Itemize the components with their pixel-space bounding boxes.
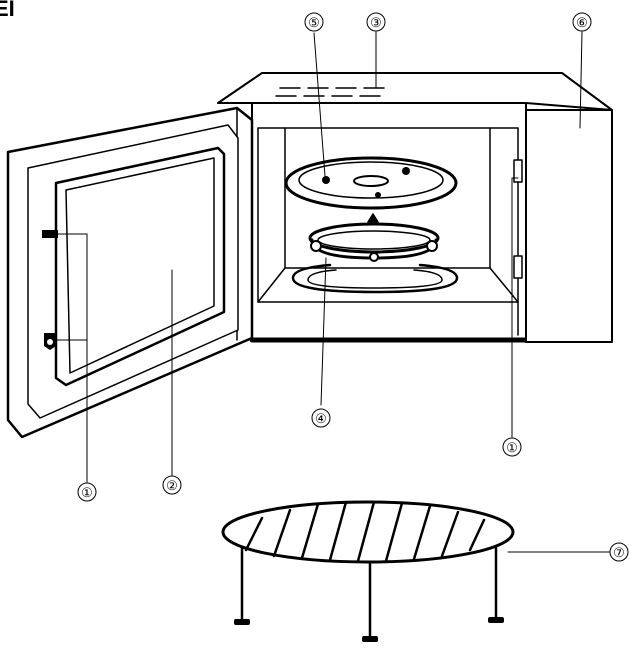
oven-body: [217, 72, 613, 343]
grill-rack-bars: [244, 500, 486, 563]
callout-oven-window: ②: [162, 475, 182, 495]
glass-tray: [284, 156, 458, 210]
leader-lines: [55, 31, 611, 553]
callout-label: ⑥: [576, 16, 588, 31]
callout-label: ⑤: [308, 16, 320, 31]
callout-label: ②: [166, 479, 178, 494]
callout-label: ①: [506, 441, 518, 456]
roller-ring: [308, 222, 440, 262]
oven-cavity: [257, 127, 519, 336]
grill-rack-legs: [240, 546, 498, 639]
callout-door-safety-lock-right: ①: [502, 437, 522, 457]
callouts: ① ② ③ ④ ⑤ ⑥ ⑦ ①: [77, 12, 629, 562]
callout-door-safety-lock-left: ①: [77, 482, 97, 502]
callout-label: ①: [81, 486, 93, 501]
callout-glass-tray: ⑤: [304, 12, 324, 32]
control-panel-box: [525, 109, 613, 343]
floor-ring: [291, 263, 459, 294]
grill-rack-feet: [234, 617, 504, 642]
callout-grill-rack: ⑦: [609, 542, 629, 562]
diagram-heading: EI: [0, 0, 15, 21]
callout-label: ④: [315, 412, 327, 427]
callout-label: ③: [370, 16, 382, 31]
callout-label: ⑦: [613, 546, 625, 561]
grill-rack: [221, 500, 515, 642]
callout-waveguide-cover: ③: [366, 12, 386, 32]
oven-door: [6, 106, 254, 439]
callout-roller-ring: ④: [311, 408, 331, 428]
callout-control-panel: ⑥: [572, 12, 592, 32]
door-latch-slots: [513, 159, 523, 279]
